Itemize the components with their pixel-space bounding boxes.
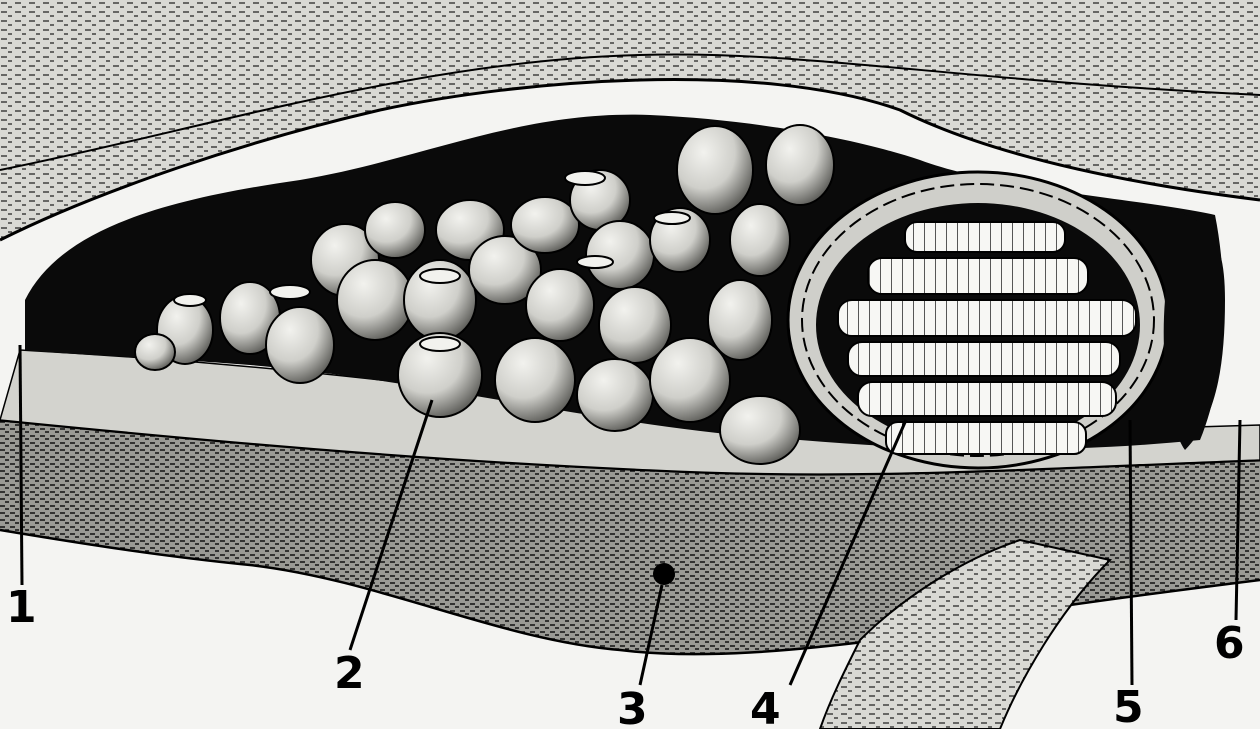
callout-label-6: 6 (1214, 622, 1245, 666)
callout-label-3: 3 (617, 688, 648, 729)
dark-spot (653, 563, 675, 585)
callout-label-5: 5 (1113, 686, 1144, 729)
callout-label-4: 4 (750, 688, 781, 729)
callout-label-1: 1 (6, 586, 37, 630)
callout-label-2: 2 (334, 652, 365, 696)
